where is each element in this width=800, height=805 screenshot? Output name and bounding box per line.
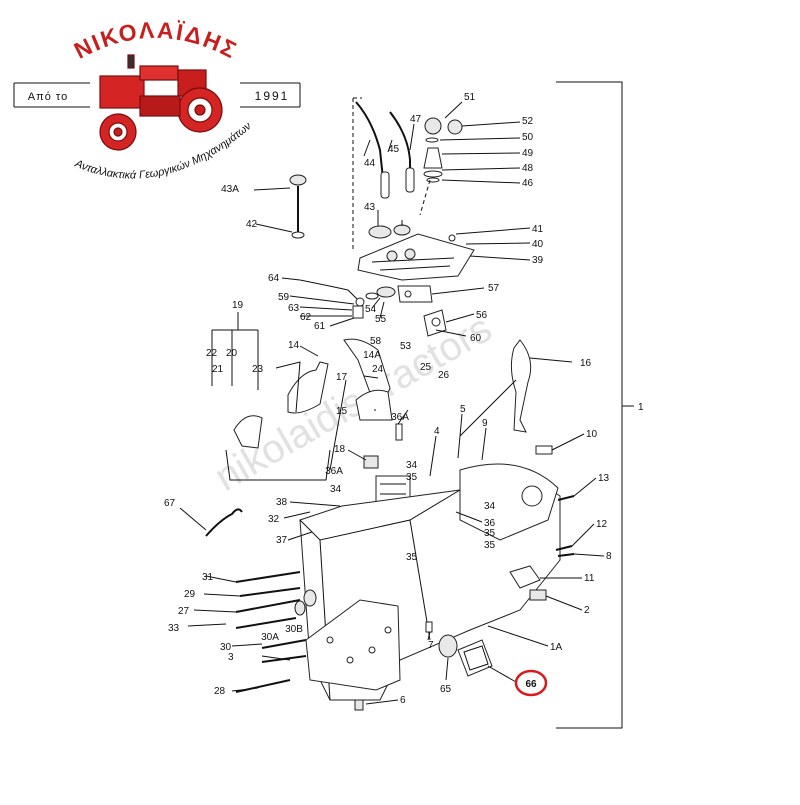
brand-logo: ΝΙΚΟΛΑΪΔΗΣ Από το 1991 Ανταλλακτικά Γεωρ… [13,17,301,182]
callout-56: 56 [476,310,488,321]
callout-36a-2: 36A [325,466,343,477]
callout-23: 23 [252,364,264,375]
callout-24: 24 [372,364,384,375]
callout-48: 48 [522,163,534,174]
callout-46: 46 [522,178,534,189]
callout-18: 18 [334,444,346,455]
callout-14: 14 [288,340,300,351]
callout-19: 19 [232,300,244,311]
callout-25: 25 [420,362,432,373]
callout-42: 42 [246,219,258,230]
callout-34-3: 34 [484,501,496,512]
callout-54: 54 [365,304,377,315]
callout-9: 9 [482,418,488,429]
callout-59: 59 [278,292,290,303]
callout-40: 40 [532,239,544,250]
callout-55: 55 [375,314,387,325]
assembly-label: 1 [638,402,644,413]
callout-28: 28 [214,686,226,697]
callout-30a: 30A [261,632,279,643]
since-year: 1991 [255,89,290,103]
leader-lines [179,101,605,705]
callout-45: 45 [388,144,400,155]
assembly-bracket: 1 [556,81,644,729]
callout-35-4: 35 [484,528,496,539]
brand-name: ΝΙΚΟΛΑΪΔΗΣ [70,17,242,64]
callout-27: 27 [178,606,190,617]
callout-43: 43 [364,202,376,213]
callout-15: 15 [336,406,348,417]
callout-5: 5 [460,404,466,415]
callout-64: 64 [268,273,280,284]
callout-14a: 14A [363,350,381,361]
callout-30: 30 [220,642,232,653]
callout-6: 6 [400,695,406,706]
callout-53: 53 [400,341,412,352]
callout-21: 21 [212,364,224,375]
callout-22: 22 [206,348,218,359]
callout-44: 44 [364,158,376,169]
callout-61: 61 [314,321,326,332]
callout-26: 26 [438,370,450,381]
callout-37: 37 [276,535,288,546]
callout-30b: 30B [285,624,303,635]
callout-58: 58 [370,336,382,347]
callout-34: 34 [406,460,418,471]
callout-2: 2 [584,605,590,616]
callout-49: 49 [522,148,534,159]
callout-33: 33 [168,623,180,634]
callout-8: 8 [606,551,612,562]
callout-20: 20 [226,348,238,359]
callout-4: 4 [434,426,440,437]
callout-41: 41 [532,224,544,235]
callout-47: 47 [410,114,422,125]
parts-artwork [205,97,575,711]
callout-34-2: 34 [330,484,342,495]
callout-29: 29 [184,589,196,600]
callout-32: 32 [268,514,280,525]
callout-57: 57 [488,283,500,294]
brand-tagline: Ανταλλακτικά Γεωργικών Μηχανημάτων [72,120,254,182]
callout-60: 60 [470,333,482,344]
callout-36a: 36A [391,412,409,423]
callout-11: 11 [584,573,595,584]
callout-31: 31 [202,572,214,583]
callout-65: 65 [440,684,452,695]
callout-35-2: 35 [406,552,418,563]
callout-51: 51 [464,92,476,103]
callout-7: 7 [428,640,434,651]
callout-50: 50 [522,132,534,143]
callout-35: 35 [406,472,418,483]
callout-39: 39 [532,255,544,266]
callout-16: 16 [580,358,592,369]
callout-12: 12 [596,519,608,530]
since-prefix: Από το [28,91,68,103]
callout-52: 52 [522,116,534,127]
callout-38: 38 [276,497,288,508]
callout-63: 63 [288,303,300,314]
callout-1a: 1A [550,642,563,653]
callout-35-3: 35 [484,540,496,551]
tractor-icon [99,54,223,151]
callout-67: 67 [164,498,176,509]
callout-43a: 43A [221,184,239,195]
highlight-ring [514,669,548,697]
callout-62: 62 [300,312,312,323]
watermark: nikolaidis-tractors [208,306,500,500]
callout-36: 36 [484,518,496,529]
callout-10: 10 [586,429,598,440]
callout-3: 3 [228,652,234,663]
callout-17: 17 [336,372,348,383]
callout-13: 13 [598,473,610,484]
callout-66: 66 [525,679,537,690]
